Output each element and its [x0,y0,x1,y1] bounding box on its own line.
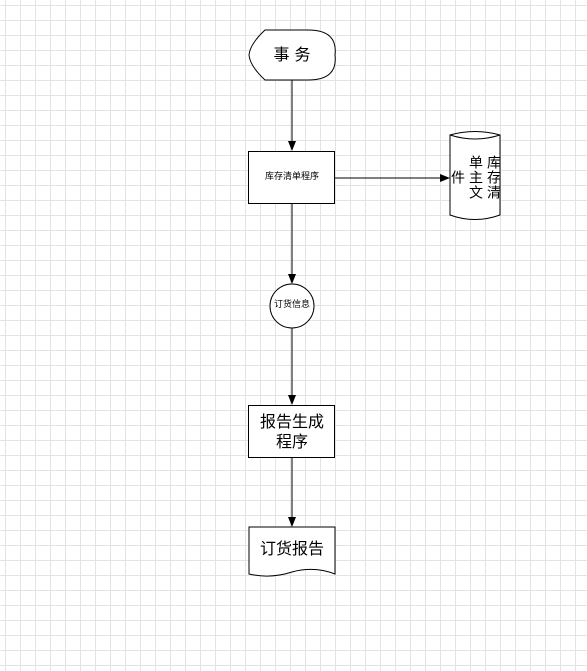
order-report-label: 订货报告 [259,539,324,558]
inventory-program-box [248,151,335,204]
order-info-label: 订货信息 [273,300,310,311]
inventory-program-label: 库存清单程序 [264,172,319,183]
order-report-document-shape [248,526,336,577]
transaction-label: 事 务 [273,45,311,64]
master-file-cylinder [449,131,501,220]
report-program-box [248,405,335,458]
transaction-display-shape [248,29,336,81]
report-program-label: 报告生成 程序 [259,412,324,451]
master-file-label: 库存清单主文件 [449,140,501,214]
master-file-label-text: 库存清单主文件 [449,154,501,200]
